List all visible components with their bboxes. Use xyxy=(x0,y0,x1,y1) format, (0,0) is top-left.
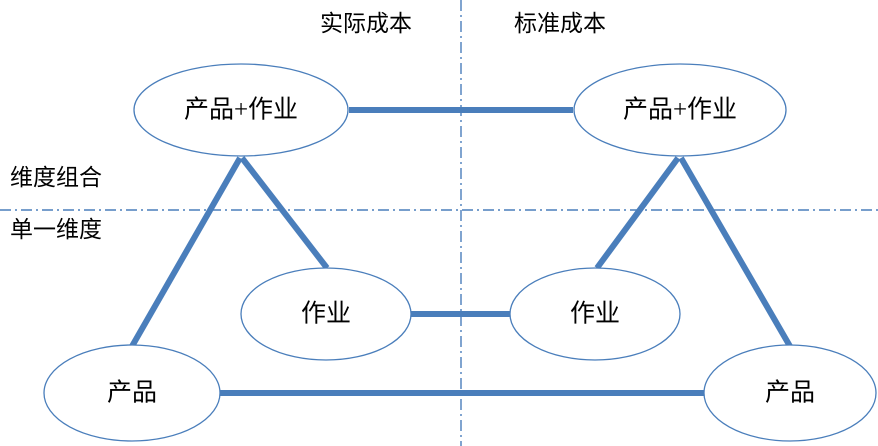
node-ellipse-standard-product[interactable] xyxy=(703,344,877,442)
node-label-standard-product: 产品 xyxy=(764,379,816,407)
column-title-standard-cost: 标准成本 xyxy=(514,11,606,36)
row-label-single-dimension: 单一维度 xyxy=(10,217,102,242)
node-label-standard-activity: 作业 xyxy=(569,300,621,328)
link-standard-pa-to-activity xyxy=(594,156,681,270)
connector-group xyxy=(128,107,794,396)
node-label-actual-product-activity: 产品+作业 xyxy=(183,96,299,124)
node-label-actual-product: 产品 xyxy=(106,379,158,407)
link-actual-pa-to-product xyxy=(128,156,243,350)
node-ellipse-standard-activity[interactable] xyxy=(509,267,681,361)
column-title-actual-cost: 实际成本 xyxy=(320,11,412,36)
row-label-dimension-combination: 维度组合 xyxy=(10,165,102,190)
node-label-actual-activity: 作业 xyxy=(300,300,352,328)
node-ellipse-actual-activity[interactable] xyxy=(240,267,412,361)
node-ellipse-actual-product[interactable] xyxy=(43,344,221,442)
node-ellipse-actual-product-activity[interactable] xyxy=(133,63,349,157)
node-ellipse-standard-product-activity[interactable] xyxy=(573,63,787,157)
node-label-standard-product-activity: 产品+作业 xyxy=(622,96,738,124)
node-shape-group xyxy=(43,63,877,442)
link-actual-pa-to-activity xyxy=(239,156,330,270)
link-standard-pa-to-product xyxy=(678,156,794,350)
